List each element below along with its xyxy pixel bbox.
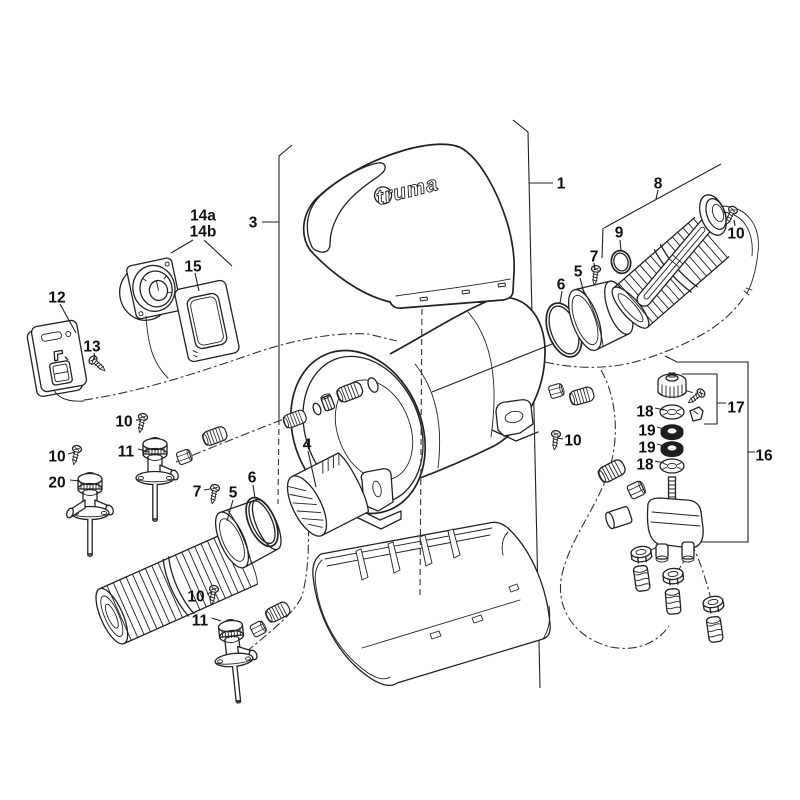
retaining-clip-17	[689, 406, 704, 422]
heating-element-8	[636, 194, 759, 307]
mounting-frame-15	[174, 279, 240, 363]
part-label-19: 19	[638, 440, 656, 457]
part-label-7: 7	[193, 484, 202, 501]
safety-valve-16	[595, 372, 708, 563]
screw-10-under-tank	[549, 429, 562, 452]
part-label-10: 10	[564, 433, 581, 450]
o-ring-6-left	[245, 496, 279, 548]
bracket-part-17	[682, 373, 726, 425]
spring-piece	[595, 457, 628, 486]
part-label-18: 18	[636, 457, 654, 474]
part-label-11: 11	[118, 444, 135, 461]
connector-under-tank	[567, 385, 596, 407]
part-label-5: 5	[574, 264, 583, 281]
drain-valve-20	[66, 471, 116, 558]
part-label-13: 13	[83, 339, 101, 356]
part-label-12: 12	[48, 290, 65, 307]
part-label-16: 16	[755, 448, 773, 465]
part-label-1: 1	[557, 176, 566, 193]
part-label-10: 10	[48, 449, 65, 466]
bracket-part-3	[262, 144, 293, 505]
part-label-20: 20	[48, 475, 65, 492]
part-label-5: 5	[229, 485, 238, 502]
bracket-part-14	[170, 239, 233, 267]
cable-connector	[200, 424, 230, 448]
cover-part-1: truma	[302, 143, 516, 310]
dial-cable	[145, 315, 169, 379]
compression-fittings	[629, 544, 726, 644]
part-label-9: 9	[615, 225, 624, 242]
screw-7-right	[589, 264, 602, 287]
part-label-8: 8	[654, 176, 663, 193]
part-label-10: 10	[727, 226, 744, 243]
screw-10-left	[68, 444, 83, 467]
duct-collar-5-left	[214, 498, 282, 569]
control-panel-12	[26, 319, 88, 397]
part-label-10: 10	[115, 414, 132, 431]
washer-18-bottom	[659, 458, 685, 474]
part-label-17: 17	[727, 400, 744, 417]
part-label-10: 10	[187, 589, 204, 606]
hose-clamp	[175, 447, 195, 466]
part-label-6: 6	[248, 470, 257, 487]
leader-lines	[59, 219, 736, 622]
part-label-11: 11	[192, 613, 209, 630]
tank-mounting-feet	[351, 399, 539, 530]
part-label-14a: 14a	[190, 208, 216, 225]
screw-10-upper-left	[134, 412, 149, 435]
bracket-part-1	[512, 119, 553, 689]
element-cable	[720, 205, 759, 294]
o-ring-9	[610, 249, 632, 275]
clamp-piece	[625, 479, 648, 501]
screw-7-left	[207, 483, 221, 506]
clamp-under-tank	[547, 382, 566, 400]
corrugated-hose-left	[95, 528, 258, 645]
seal-19-lower	[660, 441, 684, 458]
dial-switch-14	[119, 257, 182, 321]
part-label-14b: 14b	[190, 224, 217, 241]
part-label-4: 4	[303, 437, 312, 454]
anode-assembly	[281, 377, 379, 431]
valve-knob	[657, 372, 687, 399]
part-label-7: 7	[590, 249, 599, 266]
hose-clamp-lower	[248, 619, 269, 639]
part-label-6: 6	[557, 277, 566, 294]
washer-18-top	[659, 404, 685, 420]
bracket-part-16	[664, 355, 755, 543]
screw-17	[684, 386, 708, 408]
seal-19-upper	[660, 424, 684, 441]
part-label-15: 15	[184, 259, 202, 276]
part-label-3: 3	[249, 215, 258, 232]
bracket-part-8	[601, 163, 722, 259]
cable-connector-lower	[263, 599, 293, 625]
panel-cable	[53, 389, 85, 402]
part-label-18: 18	[636, 404, 654, 421]
part-label-19: 19	[638, 423, 656, 440]
heat-exchanger-tube-4	[286, 452, 369, 537]
bottom-shell	[312, 521, 551, 686]
screw-13	[86, 353, 109, 375]
valve-body	[605, 497, 704, 563]
